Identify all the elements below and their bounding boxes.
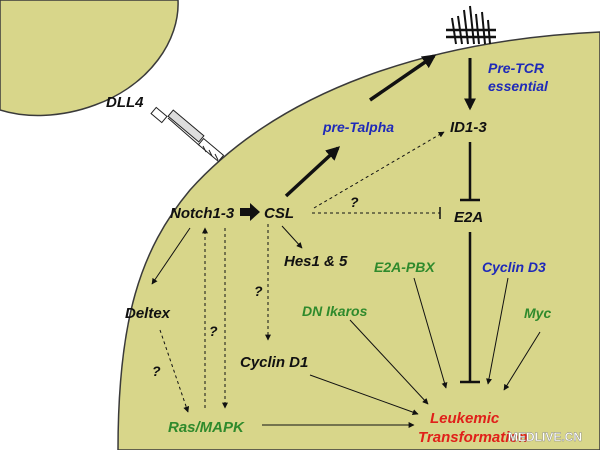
arrow-myc-to-leukemic <box>503 331 541 391</box>
label-pre-tcr-1: Pre-TCR <box>488 60 545 76</box>
label-question-ras: ? <box>209 323 218 339</box>
label-question-deltex: ? <box>152 363 161 379</box>
arrow-notch-to-deltex <box>151 227 191 285</box>
inhibit-e2a-to-leukemic <box>460 232 480 384</box>
notch-receptor-icon <box>197 137 225 163</box>
arrow-cyclind3-to-leukemic <box>486 277 509 385</box>
pre-tcr-receptor-icon <box>446 5 496 45</box>
label-e2a: E2A <box>454 209 483 226</box>
label-cyclin-d3: Cyclin D3 <box>482 259 546 275</box>
arrow-csl-to-hes <box>281 225 303 249</box>
label-leukemic-2: Transformation <box>418 429 528 446</box>
arrow-csl-to-pretalpha <box>284 146 341 198</box>
watermark-text: MEDLIVE.CN <box>508 430 582 444</box>
inhibit-id13-to-e2a <box>460 142 480 202</box>
arrow-pretalpha-to-pretcr <box>369 54 437 102</box>
signaling-cell <box>0 0 179 117</box>
inhibit-csl-to-e2a <box>312 207 441 219</box>
label-pre-tcr-2: essential <box>488 78 549 94</box>
label-deltex: Deltex <box>125 305 171 322</box>
label-leukemic-1: Leukemic <box>430 410 500 427</box>
label-e2a-pbx: E2A-PBX <box>374 259 436 275</box>
arrow-e2apbx-to-leukemic <box>413 277 448 389</box>
arrow-deltex-to-rasmapk <box>159 329 190 413</box>
label-csl: CSL <box>264 205 294 222</box>
label-dn-ikaros: DN Ikaros <box>302 303 368 319</box>
arrow-dnikaros-to-leukemic <box>349 319 429 405</box>
label-hes1-5: Hes1 & 5 <box>284 253 348 270</box>
arrow-csl-to-id13 <box>313 131 445 209</box>
arrow-notch-to-csl <box>240 203 260 221</box>
label-question-csl-id: ? <box>350 194 359 210</box>
arrow-cyclind1-to-leukemic <box>309 374 419 415</box>
label-cyclin-d1: Cyclin D1 <box>240 354 308 371</box>
label-myc: Myc <box>524 305 551 321</box>
dll4-ligand-icon <box>150 106 205 147</box>
label-dll4: DLL4 <box>106 94 144 111</box>
label-notch1-3: Notch1-3 <box>170 205 235 222</box>
label-question-csl-d1: ? <box>254 283 263 299</box>
label-id1-3: ID1-3 <box>450 119 487 136</box>
label-ras-mapk: Ras/MAPK <box>168 419 245 436</box>
label-pre-talpha: pre-Talpha <box>322 119 394 135</box>
receiving-cell <box>117 31 600 450</box>
